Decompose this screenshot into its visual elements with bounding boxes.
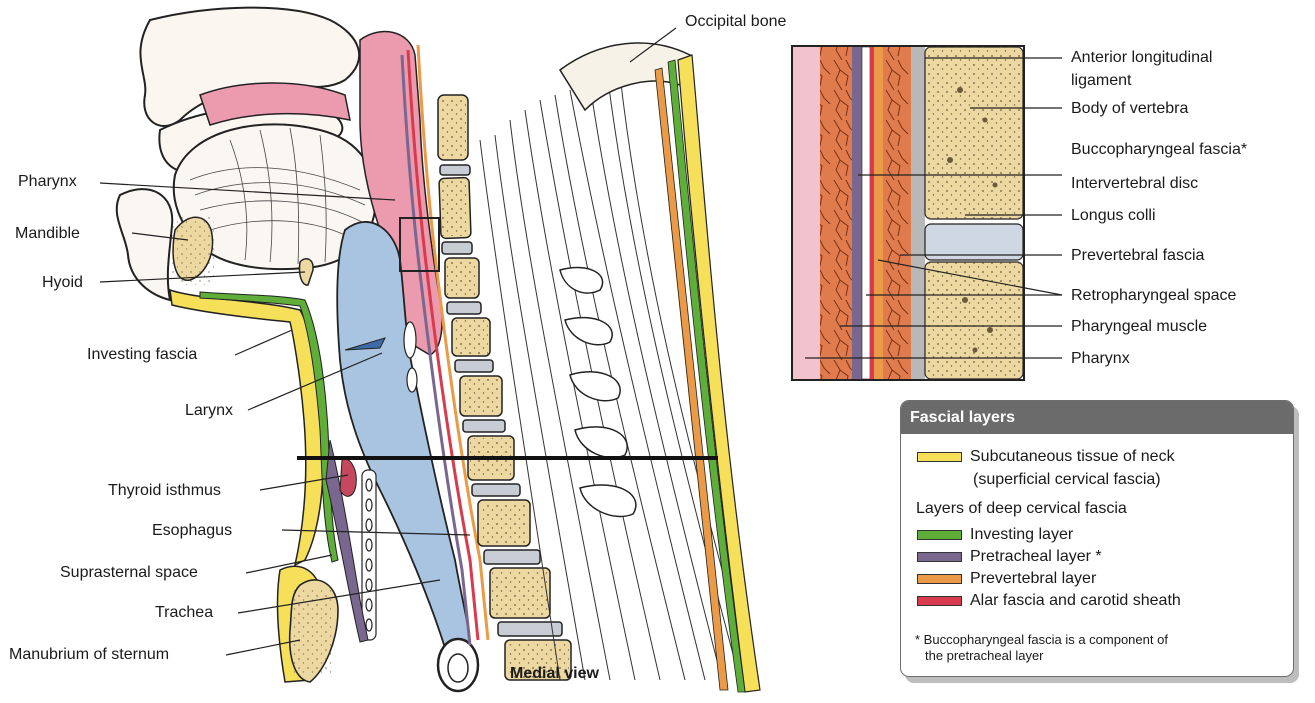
label-body-of-vertebra: Body of vertebra — [1071, 99, 1188, 118]
label-trachea: Trachea — [155, 603, 213, 622]
label-intervertebral-disc: Intervertebral disc — [1071, 174, 1198, 193]
label-larynx: Larynx — [185, 401, 233, 420]
label-manubrium: Manubrium of sternum — [9, 645, 169, 664]
label-investing-fascia: Investing fascia — [87, 345, 197, 364]
label-anterior-longitudinal: Anterior longitudinal — [1071, 48, 1212, 67]
label-pharynx: Pharynx — [18, 172, 77, 191]
thyroid-isthmus — [340, 459, 356, 496]
label-suprasternal-space: Suprasternal space — [60, 563, 198, 582]
legend-pretracheal-label: Pretracheal layer * — [970, 548, 1102, 565]
swatch-pretracheal — [917, 552, 962, 562]
label-thyroid-isthmus: Thyroid isthmus — [108, 481, 221, 500]
swatch-subcutaneous — [917, 452, 962, 462]
legend-box: Fascial layers Subcutaneous tissue of ne… — [900, 400, 1294, 677]
swatch-alar — [917, 596, 962, 606]
label-prevertebral-fascia-fix: Prevertebral fascia — [1071, 246, 1204, 265]
swatch-prevertebral — [917, 574, 962, 584]
legend-item-pretracheal: Pretracheal layer * — [917, 547, 1102, 566]
legend-deep-heading: Layers of deep cervical fascia — [916, 499, 1127, 518]
legend-subcutaneous-sub: (superficial cervical fascia) — [973, 470, 1161, 489]
legend-prevertebral-label: Prevertebral layer — [970, 570, 1096, 587]
label-esophagus: Esophagus — [152, 521, 232, 540]
label-pharyngeal-muscle: Pharyngeal muscle — [1071, 317, 1207, 336]
label-retropharyngeal-space: Retropharyngeal space — [1071, 286, 1236, 305]
label-inset-pharynx: Pharynx — [1071, 349, 1130, 368]
label-buccopharyngeal-fascia: Buccopharyngeal fascia* — [1071, 140, 1247, 159]
legend-item-prevertebral: Prevertebral layer — [917, 569, 1096, 588]
label-longus-colli: Longus colli — [1071, 206, 1156, 225]
lip-chin — [117, 189, 173, 300]
legend-title: Fascial layers — [901, 401, 1293, 434]
legend-subcutaneous-label: Subcutaneous tissue of neck — [970, 448, 1175, 465]
legend-note-line2: the pretracheal layer — [925, 648, 1044, 664]
label-hyoid: Hyoid — [42, 273, 83, 292]
legend-item-subcutaneous: Subcutaneous tissue of neck — [917, 447, 1175, 466]
label-occipital-bone: Occipital bone — [685, 12, 786, 31]
legend-note-line1: * Buccopharyngeal fascia is a component … — [915, 632, 1168, 648]
legend-investing-label: Investing layer — [970, 526, 1073, 543]
label-mandible: Mandible — [15, 224, 80, 243]
sagittal-section — [117, 8, 760, 692]
legend-item-alar: Alar fascia and carotid sheath — [917, 591, 1181, 610]
legend-item-investing: Investing layer — [917, 525, 1073, 544]
swatch-investing — [917, 530, 962, 540]
label-ligament: ligament — [1071, 71, 1131, 90]
inset-detail — [792, 46, 1062, 380]
legend-alar-label: Alar fascia and carotid sheath — [970, 592, 1181, 609]
caption-medial-view: Medial view — [510, 665, 599, 683]
